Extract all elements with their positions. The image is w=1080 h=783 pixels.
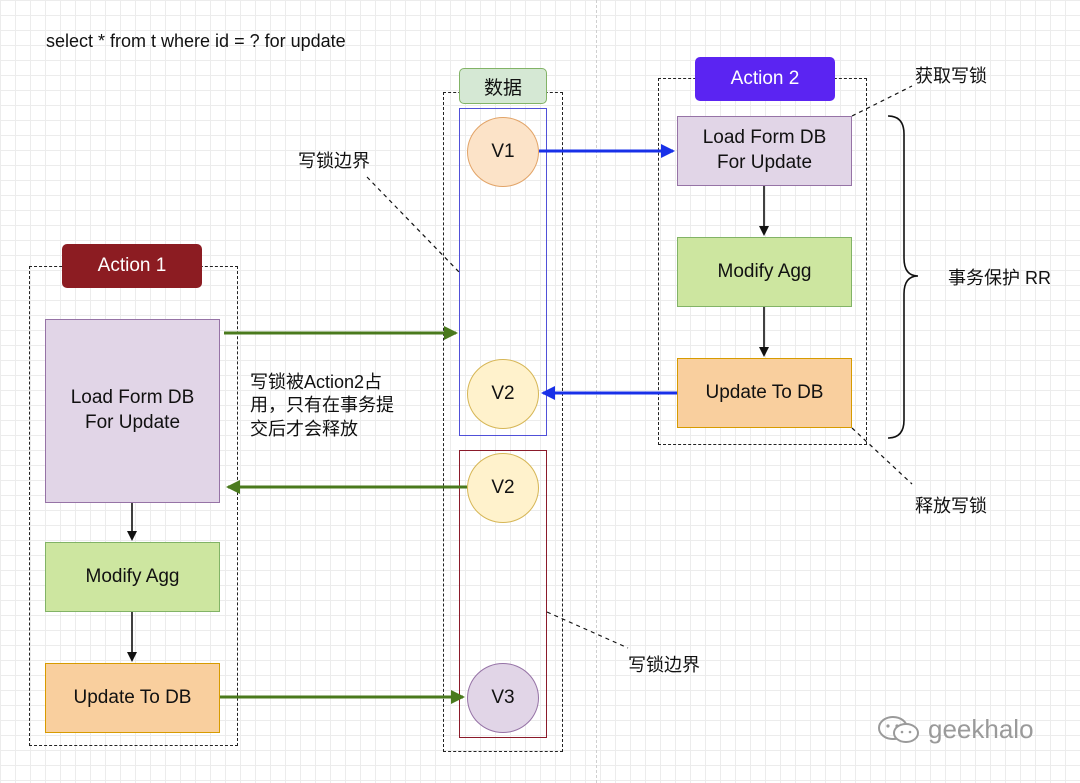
callout-acquire-lock <box>851 85 913 117</box>
action1-load-step: Load Form DB For Update <box>45 319 220 503</box>
version-v2-top: V2 <box>467 359 539 429</box>
lock-held-note: 写锁被Action2占 用，只有在事务提 交后才会释放 <box>250 372 394 439</box>
sql-query: select * from t where id = ? for update <box>46 31 346 51</box>
version-v2-bottom: V2 <box>467 453 539 523</box>
watermark: geekhalo <box>876 714 1034 745</box>
action1-update-step: Update To DB <box>45 663 220 733</box>
callout-lock-boundary-bottom <box>546 611 629 649</box>
callout-release-lock <box>851 427 913 485</box>
lock-boundary-bottom-container <box>459 450 547 738</box>
watermark-text: geekhalo <box>928 714 1034 744</box>
version-v1-top: V1 <box>467 117 539 187</box>
lock-boundary-bottom-label: 写锁边界 <box>628 655 700 675</box>
action2-modify-step: Modify Agg <box>677 237 852 307</box>
data-tag: 数据 <box>459 68 547 104</box>
lock-boundary-top-label: 写锁边界 <box>298 151 370 171</box>
version-v3-bottom: V3 <box>467 663 539 733</box>
action2-update-step: Update To DB <box>677 358 852 428</box>
release-lock-label: 释放写锁 <box>915 496 987 516</box>
callout-lock-boundary-top <box>366 176 460 273</box>
transaction-brace <box>887 115 919 439</box>
transaction-protect-label: 事务保护 RR <box>948 268 1051 288</box>
action2-load-step: Load Form DB For Update <box>677 116 852 186</box>
action2-tag: Action 2 <box>695 57 835 101</box>
action1-tag: Action 1 <box>62 244 202 288</box>
wechat-icon <box>876 715 922 745</box>
lock-boundary-top-container <box>459 108 547 436</box>
acquire-lock-label: 获取写锁 <box>915 66 987 86</box>
action1-modify-step: Modify Agg <box>45 542 220 612</box>
